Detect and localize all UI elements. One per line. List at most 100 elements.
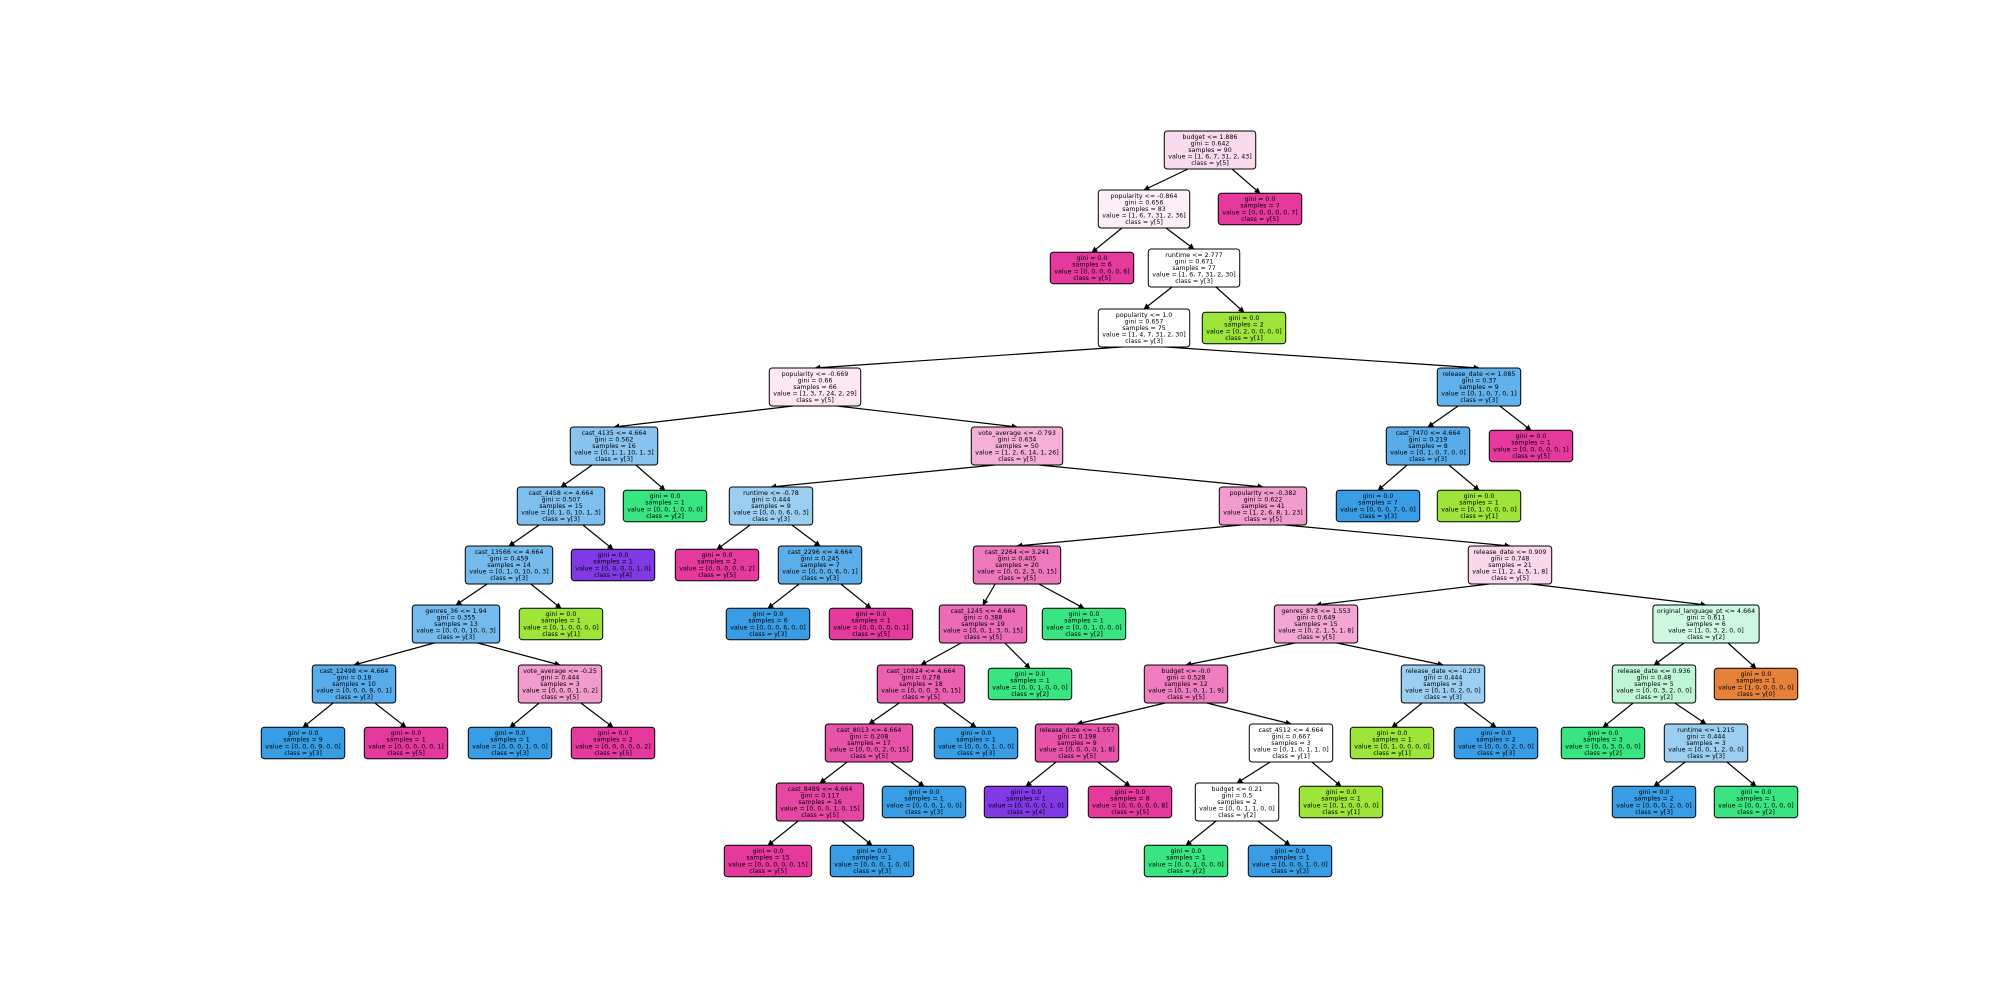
- node-label-line: gini = 0.444: [541, 674, 580, 681]
- tree-edge-n1-n3: [1091, 227, 1123, 253]
- node-label-line: class = y[2]: [1011, 691, 1049, 698]
- node-label-line: class = y[5]: [902, 694, 940, 701]
- node-label-line: samples = 17: [847, 740, 890, 747]
- node-label-line: gini = 0.0: [857, 848, 888, 855]
- node-label-line: class = y[0]: [1737, 691, 1775, 698]
- node-label-line: class = y[3]: [491, 750, 529, 757]
- node-label-line: samples = 5: [1634, 681, 1673, 688]
- tree-edge-n33-n42: [374, 702, 407, 728]
- node-label-line: samples = 1: [956, 737, 995, 744]
- node-box: [1611, 664, 1697, 704]
- tree-edge-n32-n40: [1727, 642, 1757, 669]
- node-label-line: samples = 16: [798, 799, 841, 806]
- node-label-line: gini = 0.0: [856, 611, 887, 618]
- node-box: [570, 726, 656, 760]
- node-label-line: value = [0, 0, 1, 0, 0, 0]: [1718, 802, 1793, 809]
- node-box: [1436, 367, 1522, 407]
- node-label-line: popularity <= 1.0: [1116, 312, 1173, 319]
- node-box: [881, 785, 967, 819]
- node-label-line: gini = 0.622: [1244, 496, 1283, 503]
- node-label-line: samples = 1: [1372, 737, 1411, 744]
- node-label-line: samples = 1: [593, 559, 632, 566]
- node-label-line: class = y[3]: [335, 694, 373, 701]
- node-label-line: value = [0, 0, 0, 2, 0, 0]: [1458, 743, 1533, 750]
- tree-edge-n25-n34: [477, 642, 561, 667]
- node-label-line: samples = 15: [539, 503, 582, 510]
- tree-edge-n10-n16: [1038, 464, 1264, 490]
- tree-edge-n16-n24: [1284, 524, 1511, 549]
- node-box: [1273, 604, 1359, 644]
- node-box: [824, 723, 914, 763]
- node-label-line: value = [0, 1, 0, 0, 0, 0]: [1441, 506, 1516, 513]
- node-label-line: samples = 16: [592, 443, 635, 450]
- node-label-line: class = y[5]: [541, 694, 579, 701]
- node-label-line: genres_878 <= 1.553: [1281, 608, 1350, 615]
- node-label-line: gini = 0.671: [1175, 258, 1214, 265]
- node-label-line: gini = 0.0: [598, 730, 629, 737]
- node-label-line: class = y[3]: [1359, 513, 1397, 520]
- node-label-line: class = y[2]: [1065, 631, 1103, 638]
- node-label-line: samples = 2: [1217, 799, 1256, 806]
- node-label-line: class = y[5]: [801, 812, 839, 819]
- node-label-line: value = [0, 0, 1, 0, 0, 0]: [1148, 861, 1223, 868]
- node-box: [1298, 785, 1384, 819]
- node-box: [1467, 545, 1553, 585]
- node-box: [467, 726, 553, 760]
- node-label-line: vote_average <= -0.25: [523, 668, 597, 675]
- node-label-line: value = [0, 1, 1, 10, 1, 3]: [574, 450, 653, 457]
- node-box: [1218, 486, 1308, 526]
- node-label-line: samples = 1: [645, 500, 684, 507]
- node-label-line: class = y[5]: [1167, 694, 1205, 701]
- node-box: [517, 664, 603, 704]
- node-label-line: budget <= 0.21: [1212, 786, 1263, 793]
- tree-edge-n11-n18: [1448, 464, 1480, 491]
- node-label-line: value = [0, 0, 0, 1, 0, 15]: [780, 806, 859, 813]
- node-label-line: class = y[3]: [957, 750, 995, 757]
- node-label-line: gini = 0.117: [801, 792, 840, 799]
- node-label-line: class = y[5]: [387, 750, 425, 757]
- node-label-line: samples = 1: [1064, 618, 1103, 625]
- node-box: [1663, 723, 1749, 763]
- node-box: [1049, 251, 1135, 285]
- node-label-line: value = [1, 3, 7, 24, 2, 29]: [773, 391, 856, 398]
- node-label-line: value = [1, 0, 3, 2, 0, 0]: [1668, 628, 1743, 635]
- node-label-line: class = y[1]: [1322, 809, 1360, 816]
- node-label-line: class = y[5]: [852, 631, 890, 638]
- node-label-line: value = [0, 0, 0, 1, 0, 0]: [886, 802, 961, 809]
- node-label-line: gini = 0.0: [702, 552, 733, 559]
- node-label-line: gini = 0.0: [1011, 789, 1042, 796]
- node-label-line: value = [0, 0, 0, 10, 0, 3]: [416, 628, 495, 635]
- node-label-line: gini = 0.0: [1069, 611, 1100, 618]
- node-label-line: popularity <= -0.382: [1230, 490, 1297, 497]
- node-label-line: class = y[5]: [1125, 219, 1163, 226]
- node-box: [987, 667, 1073, 701]
- node-label-line: gini = 0.0: [1481, 730, 1512, 737]
- node-box: [1097, 189, 1191, 229]
- node-label-line: samples = 9: [1057, 740, 1096, 747]
- node-label-line: samples = 13: [434, 621, 477, 628]
- node-label-line: value = [0, 0, 0, 0, 0, 2]: [575, 743, 650, 750]
- node-label-line: samples = 1: [904, 796, 943, 803]
- node-label-line: value = [0, 0, 1, 3, 0, 15]: [943, 628, 1022, 635]
- tree-edge-n31-n37: [1185, 642, 1296, 667]
- node-label-line: value = [0, 0, 3, 2, 0, 0]: [1616, 688, 1691, 695]
- tree-edge-n34-n44: [580, 702, 614, 728]
- node-label-line: value = [0, 0, 0, 0, 0, 7]: [1222, 209, 1297, 216]
- node-label-line: gini = 0.0: [288, 730, 319, 737]
- node-label-line: class = y[3]: [905, 809, 943, 816]
- tree-edge-n48-n58: [1311, 761, 1342, 787]
